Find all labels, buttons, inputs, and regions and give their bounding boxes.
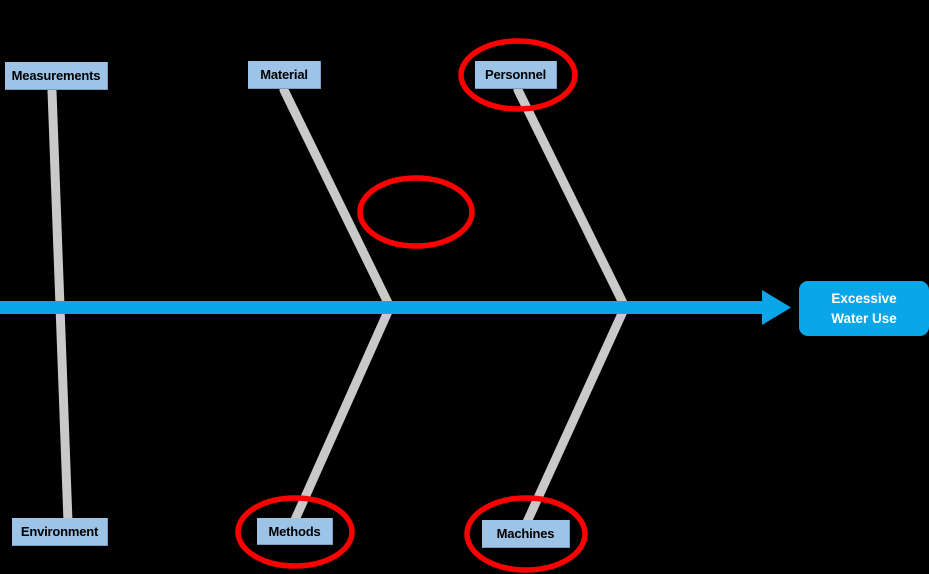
category-box-measurements[interactable]: Measurements bbox=[5, 62, 108, 90]
category-box-environment[interactable]: Environment bbox=[12, 518, 108, 546]
bone-methods bbox=[289, 302, 395, 527]
category-label-environment: Environment bbox=[20, 524, 99, 539]
machines-highlight-circle[interactable] bbox=[464, 495, 588, 573]
bone-material bbox=[279, 85, 395, 312]
effect-label-line1: Excessive bbox=[831, 290, 897, 306]
spine-bar bbox=[0, 301, 762, 314]
bone-machines bbox=[522, 302, 630, 527]
personnel-highlight-circle[interactable] bbox=[458, 38, 578, 112]
spine-arrow bbox=[0, 290, 791, 325]
highlight-marks bbox=[235, 38, 588, 573]
effect-box[interactable]: Excessive Water Use bbox=[799, 281, 929, 336]
category-box-methods[interactable]: Methods bbox=[257, 518, 333, 545]
category-label-material: Material bbox=[260, 67, 308, 82]
blank-highlight-circle[interactable] bbox=[357, 175, 475, 249]
category-box-machines[interactable]: Machines bbox=[482, 520, 570, 548]
category-box-material[interactable]: Material bbox=[248, 61, 321, 89]
category-box-personnel[interactable]: Personnel bbox=[475, 61, 557, 89]
category-label-personnel: Personnel bbox=[484, 67, 547, 82]
bone-personnel bbox=[513, 85, 630, 312]
category-label-machines: Machines bbox=[496, 526, 555, 541]
spine-arrowhead bbox=[762, 290, 791, 325]
methods-highlight-circle[interactable] bbox=[235, 495, 355, 569]
category-label-measurements: Measurements bbox=[11, 68, 101, 83]
effect-label-line2: Water Use bbox=[831, 310, 897, 326]
category-label-methods: Methods bbox=[268, 523, 321, 539]
